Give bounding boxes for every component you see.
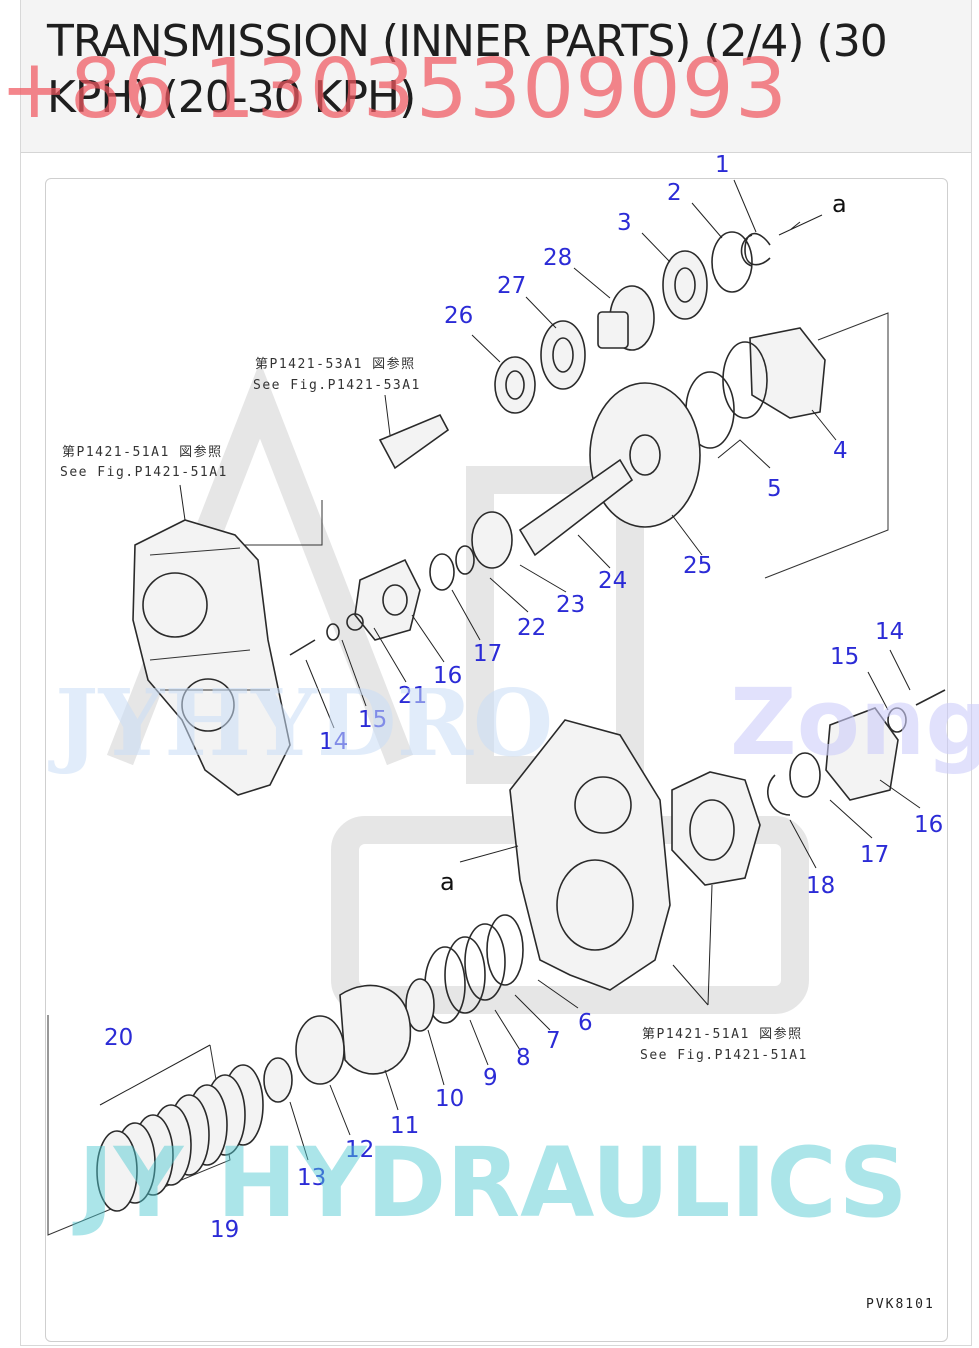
callout-14-left: 14 xyxy=(319,729,348,755)
callout-1: 1 xyxy=(715,152,730,178)
part-16-flange xyxy=(354,558,421,641)
upper-case-housing xyxy=(132,519,291,796)
callout-15-right: 15 xyxy=(830,644,859,670)
callout-13: 13 xyxy=(297,1165,326,1191)
callout-15-left: 15 xyxy=(358,707,387,733)
callout-10: 10 xyxy=(435,1086,464,1112)
drawing-code: PVK8101 xyxy=(866,1297,935,1312)
callout-16-right: 16 xyxy=(914,812,943,838)
clutch-disc-pack xyxy=(96,1064,264,1212)
page-title: TRANSMISSION (INNER PARTS) (2/4) (30 KPH… xyxy=(47,16,888,123)
ref-note-en-1: See Fig.P1421-53A1 xyxy=(253,378,421,393)
lower-middle-housing xyxy=(509,719,671,991)
shaft-collar xyxy=(378,413,450,470)
callout-18: 18 xyxy=(806,873,835,899)
callout-12: 12 xyxy=(345,1137,374,1163)
callout-5: 5 xyxy=(767,476,782,502)
leader-lines xyxy=(99,179,921,1161)
callout-17-upper: 17 xyxy=(473,641,502,667)
callout-16-upper: 16 xyxy=(433,663,462,689)
upper-shaft-parts xyxy=(289,231,826,656)
callout-17-right: 17 xyxy=(860,842,889,868)
callout-3: 3 xyxy=(617,210,632,236)
callout-14-right: 14 xyxy=(875,619,904,645)
callout-4: 4 xyxy=(833,438,848,464)
ref-note-jp-3: 第P1421-51A1 図参照 xyxy=(642,1026,803,1042)
callout-7: 7 xyxy=(546,1028,561,1054)
callout-25: 25 xyxy=(683,553,712,579)
callout-22: 22 xyxy=(517,615,546,641)
header: TRANSMISSION (INNER PARTS) (2/4) (30 KPH… xyxy=(21,0,971,153)
callout-21: 21 xyxy=(398,683,427,709)
callout-24: 24 xyxy=(598,568,627,594)
callout-19: 19 xyxy=(210,1217,239,1243)
ref-note-en-3: See Fig.P1421-51A1 xyxy=(640,1048,808,1063)
retainer-part xyxy=(671,771,761,886)
callout-6: 6 xyxy=(578,1010,593,1036)
direction-pin-a-upper: a xyxy=(832,190,847,218)
lower-clutch-parts xyxy=(96,914,524,1212)
callout-8: 8 xyxy=(516,1045,531,1071)
callout-labels: 1 2 3 28 27 26 4 5 25 24 23 22 17 16 21 … xyxy=(104,152,943,1243)
ref-note-jp-1: 第P1421-53A1 図参照 xyxy=(255,356,416,372)
direction-pin-a-lower: a xyxy=(440,868,455,896)
callout-28: 28 xyxy=(543,245,572,271)
callout-11: 11 xyxy=(390,1113,419,1139)
part-4-cover xyxy=(749,327,826,419)
right-side-parts xyxy=(671,689,946,886)
callout-9: 9 xyxy=(483,1065,498,1091)
ref-note-jp-2: 第P1421-51A1 図参照 xyxy=(62,444,223,460)
part-11-piston xyxy=(339,984,412,1075)
part-24-shaft xyxy=(518,458,634,557)
part-25-gear xyxy=(589,382,701,528)
callout-26: 26 xyxy=(444,303,473,329)
ref-note-en-2: See Fig.P1421-51A1 xyxy=(60,465,228,480)
callout-27: 27 xyxy=(497,273,526,299)
callout-2: 2 xyxy=(667,180,682,206)
callout-23: 23 xyxy=(556,592,585,618)
callout-20: 20 xyxy=(104,1025,133,1051)
